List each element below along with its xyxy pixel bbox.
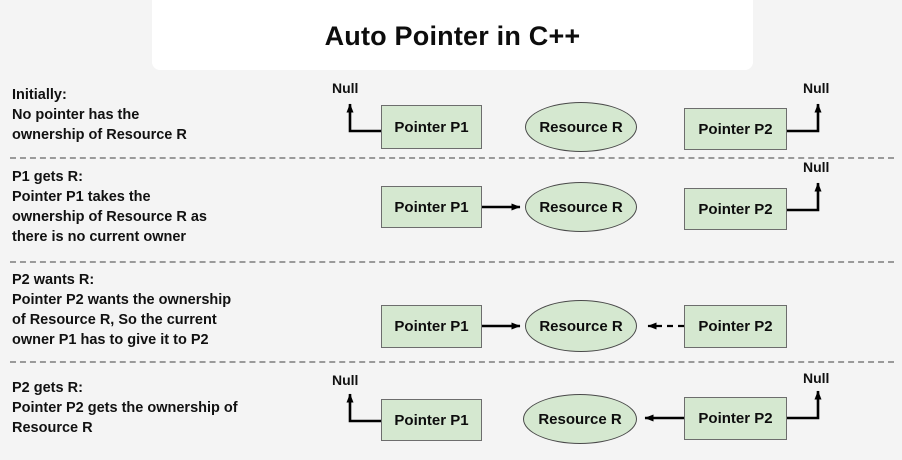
row1-pointer-p2-node[interactable]: Pointer P2 [684,108,787,150]
step-p1-gets-r-text: P1 gets R: Pointer P1 takes the ownershi… [12,167,312,247]
step-p2-gets-r-desc-line-1: Pointer P2 gets the ownership of [12,400,238,416]
row3-pointer-p1-node[interactable]: Pointer P1 [381,305,482,348]
step-p1-gets-r-heading: P1 gets R: [12,169,83,185]
row4-p2-null-label: Null [803,370,830,386]
row2-p2-null-label: Null [803,159,830,175]
row2-pointer-p2-node[interactable]: Pointer P2 [684,188,787,230]
row1-p2-null-label: Null [803,80,830,96]
row4-pointer-p1-node[interactable]: Pointer P1 [381,399,482,441]
title-card: Auto Pointer in C++ [152,0,753,70]
row4-p1-null-connector [346,393,381,423]
step-p2-gets-r-desc-line-2: Resource R [12,420,93,436]
divider-3 [10,361,894,363]
step-initially-text: Initially: No pointer has the ownership … [12,85,312,145]
step-p2-wants-r-heading: P2 wants R: [12,272,95,288]
row3-pointer-p2-node[interactable]: Pointer P2 [684,305,787,348]
row1-p2-null-connector [787,103,822,133]
page-title: Auto Pointer in C++ [324,20,581,51]
row3-resource-r-node[interactable]: Resource R [525,300,637,352]
step-p2-gets-r-heading: P2 gets R: [12,380,83,396]
step-p1-gets-r-desc-line-3: there is no current owner [12,229,187,245]
row2-pointer-p1-node[interactable]: Pointer P1 [381,186,482,228]
step-p1-gets-r-desc-line-1: Pointer P1 takes the [12,189,151,205]
row4-p1-null-label: Null [332,372,359,388]
row1-p1-null-connector [346,103,381,133]
step-initially-heading: Initially: [12,87,67,103]
divider-1 [10,157,894,159]
row4-resource-r-node[interactable]: Resource R [523,394,637,444]
step-p2-wants-r-desc-line-2: of Resource R, So the current [12,312,217,328]
step-p1-gets-r-desc-line-2: ownership of Resource R as [12,209,207,225]
row2-resource-r-node[interactable]: Resource R [525,182,637,232]
step-p2-wants-r-text: P2 wants R: Pointer P2 wants the ownersh… [12,270,312,350]
step-p2-gets-r-text: P2 gets R: Pointer P2 gets the ownership… [12,378,312,438]
row1-p1-null-label: Null [332,80,359,96]
row1-resource-r-node[interactable]: Resource R [525,102,637,152]
row4-pointer-p2-node[interactable]: Pointer P2 [684,397,787,440]
row4-p2-null-connector [787,390,822,420]
row2-p2-null-connector [787,182,822,212]
row1-pointer-p1-node[interactable]: Pointer P1 [381,105,482,149]
step-initially-desc-line-2: ownership of Resource R [12,127,187,143]
step-p2-wants-r-desc-line-3: owner P1 has to give it to P2 [12,332,209,348]
divider-2 [10,261,894,263]
step-initially-desc-line-1: No pointer has the [12,107,140,123]
step-p2-wants-r-desc-line-1: Pointer P2 wants the ownership [12,292,232,308]
